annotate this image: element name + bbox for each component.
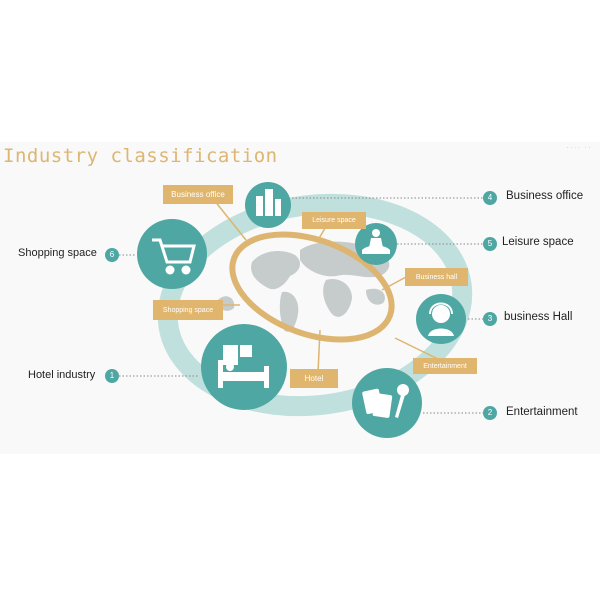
badge-5: 5	[483, 237, 497, 251]
service-agent-icon	[428, 305, 454, 336]
badge-1: 1	[105, 369, 119, 383]
office-buildings-icon	[256, 189, 281, 216]
label-business-office: Business office	[506, 190, 584, 202]
label-leisure-space: Leisure space	[502, 236, 574, 248]
tag-shopping-space: Shopping space	[153, 300, 223, 320]
meditation-icon	[362, 229, 390, 254]
tag-business-office: Business office	[163, 185, 233, 204]
tag-business-hall: Business hall	[405, 268, 468, 286]
circle-hotel-industry	[201, 324, 287, 410]
circle-leisure-space	[355, 223, 397, 265]
hotel-bed-icon	[218, 345, 269, 388]
label-entertainment: Entertainment	[506, 406, 578, 418]
badge-4: 4	[483, 191, 497, 205]
circle-business-office	[245, 182, 291, 228]
tag-leisure-space: Leisure space	[302, 212, 366, 229]
label-hotel-industry: Hotel industry	[28, 369, 96, 381]
badge-3: 3	[483, 312, 497, 326]
badge-2: 2	[483, 406, 497, 420]
watermark: ˙˙˙˙ ˙˙	[566, 146, 592, 155]
cards-microphone-icon	[362, 384, 409, 418]
shopping-cart-icon	[152, 238, 196, 275]
badge-6: 6	[105, 248, 119, 262]
tag-entertainment: Entertainment	[413, 358, 477, 374]
tag-hotel: Hotel	[290, 369, 338, 388]
page-title: Industry classification	[3, 145, 278, 167]
dotted-leaders	[119, 197, 483, 414]
gold-ring	[229, 231, 395, 343]
circle-shopping-space	[137, 219, 207, 289]
circle-business-hall	[416, 294, 466, 344]
label-business-hall: business Hall	[504, 311, 573, 323]
circle-entertainment	[352, 368, 422, 438]
label-shopping-space: Shopping space	[18, 247, 97, 259]
